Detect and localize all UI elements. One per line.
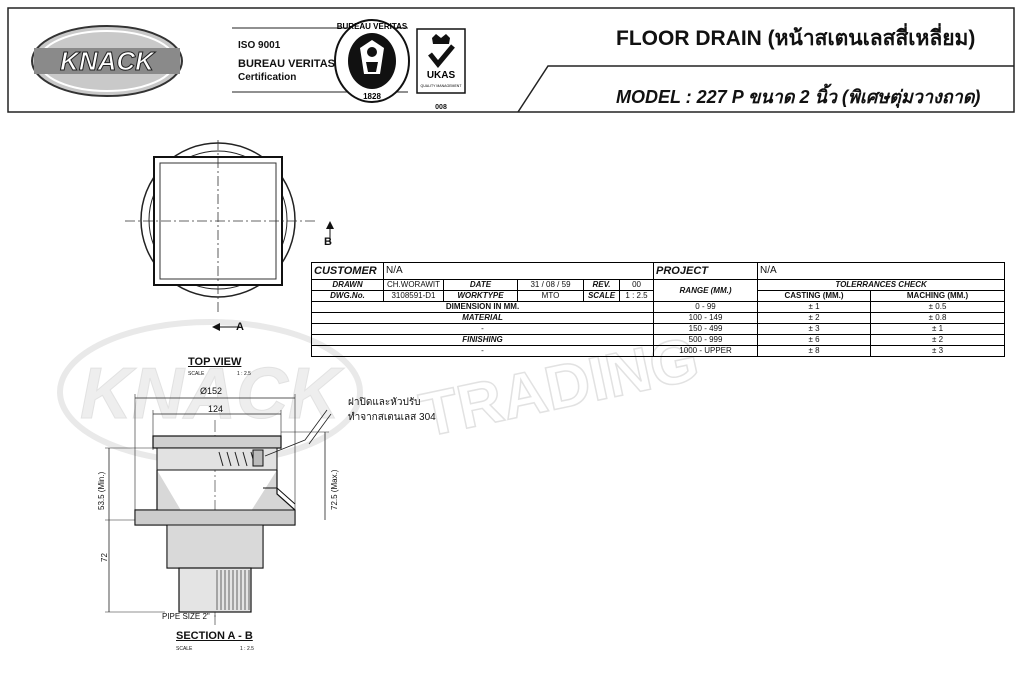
scale-label: SCALE [583,290,620,302]
ukas-badge-icon: UKAS QUALITY MANAGEMENT [416,28,466,94]
spec-table: CUSTOMER N/A PROJECT N/A DRAWN CH.WORAWI… [310,262,1006,357]
material-label: MATERIAL [310,312,655,324]
bv-year: 1828 [363,92,381,101]
top-view-title: TOP VIEW [188,356,242,368]
casting-value: ± 1 [757,301,872,313]
casting-label: CASTING (MM.) [757,290,872,302]
ukas-number: 008 [435,104,447,111]
table-row-customer: CUSTOMER N/A PROJECT N/A [311,262,1006,280]
section-marker-a: A [236,321,244,333]
maching-value: ± 0.5 [870,301,1006,313]
knack-logo: KNACK [31,25,183,97]
bv-seal-text: BUREAU VERITAS [337,22,408,31]
table-row: - 1000 - UPPER ± 8 ± 3 [310,345,1006,357]
table-row-drawn: DRAWN CH.WORAWIT DATE 31 / 08 / 59 REV. … [311,279,1006,302]
bureau-veritas-label: BUREAU VERITAS [238,58,335,70]
dimension-label: DIMENSION IN MM. [310,301,655,313]
section-view-scale-value: 1 : 2.5 [240,646,254,652]
table-row-dwg: DWG.No. 3108591-D1 WORKTYPE MTO SCALE 1 … [311,290,1006,302]
range-label: RANGE (MM.) [653,279,759,302]
page-title: FLOOR DRAIN (หน้าสเตนเลสสี่เหลี่ยม) [616,27,976,50]
maching-value: ± 0.8 [870,312,1006,324]
casting-value: ± 8 [757,345,872,357]
section-view-drawing [105,394,332,625]
table-row: - 150 - 499 ± 3 ± 1 [310,323,1006,335]
customer-value: N/A [382,262,655,280]
rev-value: 00 [618,279,655,291]
worktype-value: MTO [517,290,584,302]
top-view-scale-label: SCALE [188,371,205,377]
section-view-title: SECTION A - B [176,630,253,642]
maching-value: ± 1 [870,323,1006,335]
tolerances-label: TOLERRANCES CHECK [757,279,1006,291]
table-row: FINISHING 500 - 999 ± 6 ± 2 [310,334,1006,346]
dwg-value: 3108591-D1 [383,290,444,302]
material-value: - [310,323,655,335]
header-frame [7,7,1015,113]
dim-diameter-152: Ø152 [200,386,223,396]
dim-max-72-5: 72.5 (Max.) [330,469,339,510]
casting-value: ± 3 [757,323,872,335]
ukas-sub: QUALITY MANAGEMENT [421,84,463,88]
dim-width-124: 124 [208,404,224,414]
customer-label: CUSTOMER [311,262,384,280]
callout-line-2: ทำจากสเตนเลส 304 [348,412,436,423]
dim-72: 72 [100,553,109,562]
top-view-drawing [125,140,334,331]
rev-label: REV. [583,279,620,291]
top-view-scale-value: 1 : 2.5 [237,371,251,377]
date-value: 31 / 08 / 59 [517,279,584,291]
logo-text: KNACK [60,46,156,76]
date-label: DATE [443,279,518,291]
range-value: 500 - 999 [653,334,759,346]
range-value: 0 - 99 [653,301,759,313]
finishing-label: FINISHING [310,334,655,346]
casting-value: ± 6 [757,334,872,346]
project-value: N/A [757,262,1006,280]
drawn-label: DRAWN [311,279,384,291]
bureau-veritas-seal-icon: BUREAU VERITAS 1828 [334,19,410,103]
maching-value: ± 2 [870,334,1006,346]
iso-9001-label: ISO 9001 [238,40,281,51]
model-title: MODEL : 227 P ขนาด 2 นิ้ว (พิเศษตุ่มวางถ… [616,87,981,107]
maching-value: ± 3 [870,345,1006,357]
section-view-scale-label: SCALE [176,646,193,652]
finishing-value: - [310,345,655,357]
watermark-brand: KNACK [80,354,345,434]
range-value: 150 - 499 [653,323,759,335]
range-value: 1000 - UPPER [653,345,759,357]
range-value: 100 - 149 [653,312,759,324]
pipe-size-label: PIPE SIZE 2" [162,612,210,621]
maching-label: MACHING (MM.) [870,290,1006,302]
dwg-label: DWG.No. [311,290,384,302]
section-marker-b: B [324,236,332,248]
casting-value: ± 2 [757,312,872,324]
certification-label: Certification [238,72,297,83]
ukas-label: UKAS [427,70,456,81]
scale-value: 1 : 2.5 [618,290,655,302]
table-row: MATERIAL 100 - 149 ± 2 ± 0.8 [310,312,1006,324]
worktype-label: WORKTYPE [443,290,518,302]
table-row: DIMENSION IN MM. 0 - 99 ± 1 ± 0.5 [310,301,1006,313]
callout-line-1: ฝาปิดและหัวปรับ [348,397,421,408]
dim-min-53-5: 53.5 (Min.) [97,471,106,510]
project-label: PROJECT [653,262,759,280]
drawn-value: CH.WORAWIT [383,279,444,291]
